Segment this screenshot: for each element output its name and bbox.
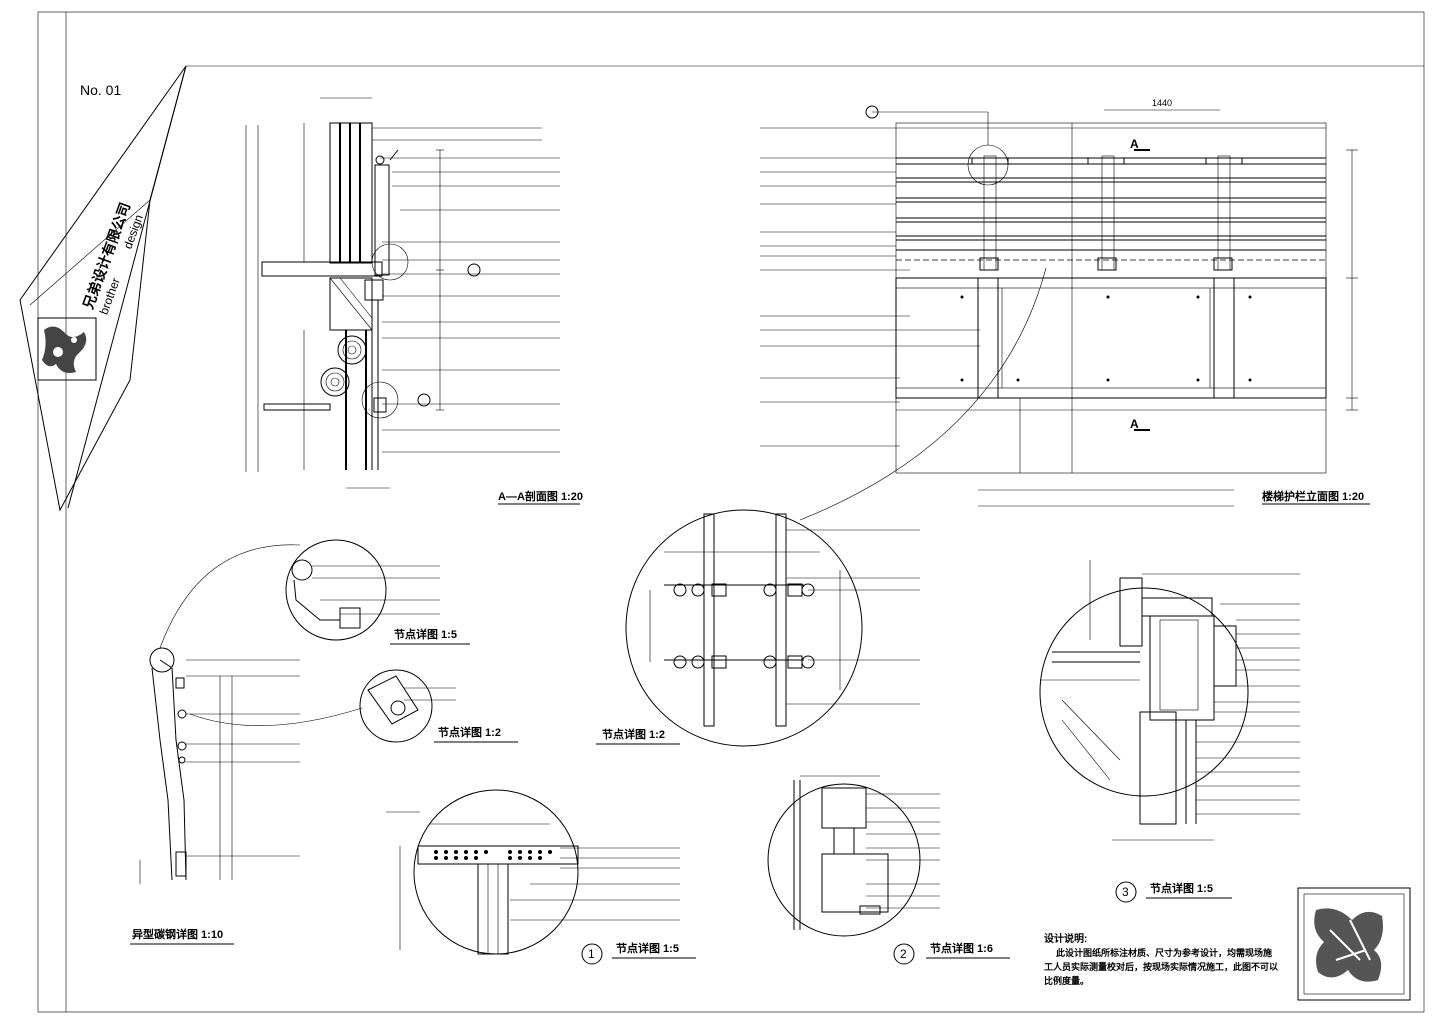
railing-elevation-title: 楼梯护栏立面图 1:20 bbox=[1262, 489, 1364, 503]
node-3-marker: 3 bbox=[1122, 885, 1129, 899]
section-marker-a-bottom: A bbox=[1130, 417, 1139, 431]
node-3-title: 节点详图 1:5 bbox=[1150, 881, 1213, 895]
node-detail-3: 3 节点详图 1:5 bbox=[1039, 560, 1300, 903]
stamp-logo bbox=[1297, 887, 1411, 1001]
notes-heading: 设计说明: bbox=[1044, 932, 1087, 945]
node-1-marker: 1 bbox=[588, 947, 595, 961]
design-notes: 设计说明: 此设计图纸所标注材质、尺寸为参考设计，均需现场施 工人员实际测量校对… bbox=[1044, 932, 1278, 986]
node-detail-top-left: 节点详图 1:5 bbox=[159, 539, 470, 649]
shaped-steel-drawing: 异型碳钢详图 1:10 bbox=[130, 647, 300, 945]
outer-frame bbox=[37, 11, 1425, 1013]
node-detail-1: 1 节点详图 1:5 bbox=[386, 789, 696, 965]
node-small-title: 节点详图 1:2 bbox=[438, 725, 501, 739]
node-detail-center: 节点详图 1:2 bbox=[596, 509, 920, 747]
node-top-left-title: 节点详图 1:5 bbox=[394, 627, 457, 641]
title-block: No. 01 兄弟设计有限公司 brother design bbox=[19, 65, 187, 512]
detail-callout-leader bbox=[799, 267, 1047, 521]
node-detail-2: 2 节点详图 1:6 bbox=[767, 775, 1010, 965]
shaped-steel-title: 异型碳钢详图 1:10 bbox=[132, 927, 223, 941]
notes-line-2: 工人员实际测量校对后，按现场实际情况施工，此图不可以 bbox=[1044, 961, 1278, 972]
node-2-marker: 2 bbox=[900, 947, 907, 961]
section-aa-title: A—A剖面图 1:20 bbox=[498, 489, 583, 503]
section-aa-drawing: A—A剖面图 1:20 bbox=[245, 97, 583, 505]
node-2-title: 节点详图 1:6 bbox=[930, 941, 993, 955]
node-center-title: 节点详图 1:2 bbox=[602, 727, 665, 741]
railing-width-dim: 1440 bbox=[1152, 98, 1172, 108]
node-1-title: 节点详图 1:5 bbox=[616, 941, 679, 955]
notes-line-3: 比例度量。 bbox=[1044, 975, 1089, 986]
section-marker-a-top: A bbox=[1130, 137, 1139, 151]
notes-line-1: 此设计图纸所标注材质、尺寸为参考设计，均需现场施 bbox=[1056, 947, 1272, 958]
sheet-number: No. 01 bbox=[80, 82, 121, 98]
node-detail-small: 节点详图 1:2 bbox=[189, 669, 518, 743]
railing-elevation-drawing: A A 1440 楼梯护栏立面图 1:20 bbox=[760, 98, 1370, 507]
company-logo bbox=[37, 317, 97, 381]
